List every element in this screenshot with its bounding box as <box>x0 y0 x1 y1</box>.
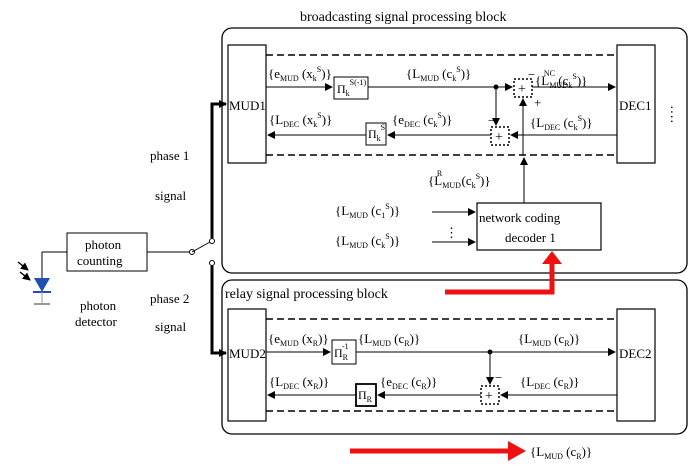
deinterleaver-S-block <box>333 76 369 100</box>
interleaver-R-label: ΠR <box>358 388 373 404</box>
label-LMUD-NC-ckS: {LMUDNC (ckS)} <box>535 69 587 90</box>
relay-block-outline <box>221 279 688 435</box>
label-output-LMUD-cR: {LMUD (cR)} <box>530 444 592 461</box>
phase1-label-1: phase 1 <box>150 148 189 163</box>
sum-node-top-plus2: + <box>534 95 541 110</box>
label-eDEC-ckS: {eDEC (ckS)} <box>392 111 452 129</box>
switch-blade <box>191 241 211 253</box>
sum-node-top <box>513 78 533 98</box>
red-arrowhead-up <box>542 251 562 264</box>
mud1-block <box>227 44 267 164</box>
switch-contact-1 <box>209 238 215 244</box>
dec1-label: DEC1 <box>619 98 652 113</box>
deinterleaver-R-label: ΠR-1 <box>334 342 349 362</box>
photon-counting-label-2: counting <box>77 253 123 268</box>
label-LMUD-c1S: {LMUD (c1S)} <box>335 202 400 220</box>
sum-node-relay <box>480 385 500 405</box>
decoder-input-dots: ⋮ <box>445 225 458 240</box>
phase1-wire <box>210 100 227 238</box>
network-coding-decoder-1 <box>476 202 602 251</box>
photon-detector-icon <box>17 252 51 305</box>
sum-node-bottom <box>490 126 510 146</box>
red-arrow-relay-to-decoder <box>445 264 555 295</box>
detector-label-1: photon <box>80 298 117 313</box>
dec2-label: DEC2 <box>619 346 652 361</box>
sum-node-relay-plus: + <box>485 389 493 404</box>
mud2-label: MUD2 <box>229 346 266 361</box>
nc-decoder-label-1: network coding <box>479 210 561 225</box>
label-eMUD-xkS: {eMUD (xkS)} <box>268 65 332 83</box>
phase1-label-2: signal <box>155 188 186 203</box>
dec2-block <box>616 308 656 422</box>
sum-node-bottom-minus: − <box>488 113 495 128</box>
deinterleaver-R-block <box>331 339 357 365</box>
sum-node-bottom-plus: + <box>495 130 503 145</box>
interleaver-S-block <box>365 122 387 146</box>
sum-node-top-minus: − <box>528 67 535 82</box>
sum-node-top-plus: + <box>518 82 526 97</box>
label-LDEC-xR: {LDEC (xR)} <box>269 374 329 391</box>
label-LMUD-ckS-bottom: {LMUD (ckS)} <box>335 232 400 250</box>
detector-label-2: detector <box>75 314 118 329</box>
label-LDEC-ckS: {LDEC (ckS)} <box>530 114 593 132</box>
relay-block-title: relay signal processing block <box>225 287 388 302</box>
phase2-label-1: phase 2 <box>150 291 189 306</box>
label-LDEC-xkS: {LDEC (xkS)} <box>269 111 332 129</box>
dec1-block <box>616 44 656 164</box>
interleaver-S-label: ΠkS <box>368 123 385 143</box>
label-LDEC-cR: {LDEC (cR)} <box>520 374 580 391</box>
phase2-label-2: signal <box>155 319 186 334</box>
nc-decoder-label-2: decoder 1 <box>505 230 556 245</box>
deinterleaver-S-label: ΠkS(-1) <box>337 78 366 98</box>
label-LMUD-R-ckS: {LMUDR (ckS)} <box>428 169 491 190</box>
broadcast-block-title: broadcasting signal processing block <box>300 10 506 25</box>
label-LMUD-ckS-top: {LMUD (ckS)} <box>406 65 471 83</box>
switch-contact-2 <box>209 260 215 266</box>
dec1-dots: ···· <box>663 105 678 124</box>
label-LMUD-cR-relay1: {LMUD (cR)} <box>358 331 420 348</box>
label-eDEC-cR: {eDEC (cR)} <box>380 374 437 391</box>
label-LMUD-cR-relay2: {LMUD (cR)} <box>518 331 580 348</box>
mud2-block <box>227 308 267 422</box>
sum-node-relay-minus: − <box>495 370 502 385</box>
phase2-wire <box>210 266 227 357</box>
mud1-label: MUD1 <box>229 98 266 113</box>
label-eMUD-xR: {eMUD (xR)} <box>268 331 329 348</box>
broadcast-block-outline <box>221 27 688 274</box>
red-arrowhead-right <box>508 441 526 461</box>
photon-counting-label-1: photon <box>85 237 122 252</box>
